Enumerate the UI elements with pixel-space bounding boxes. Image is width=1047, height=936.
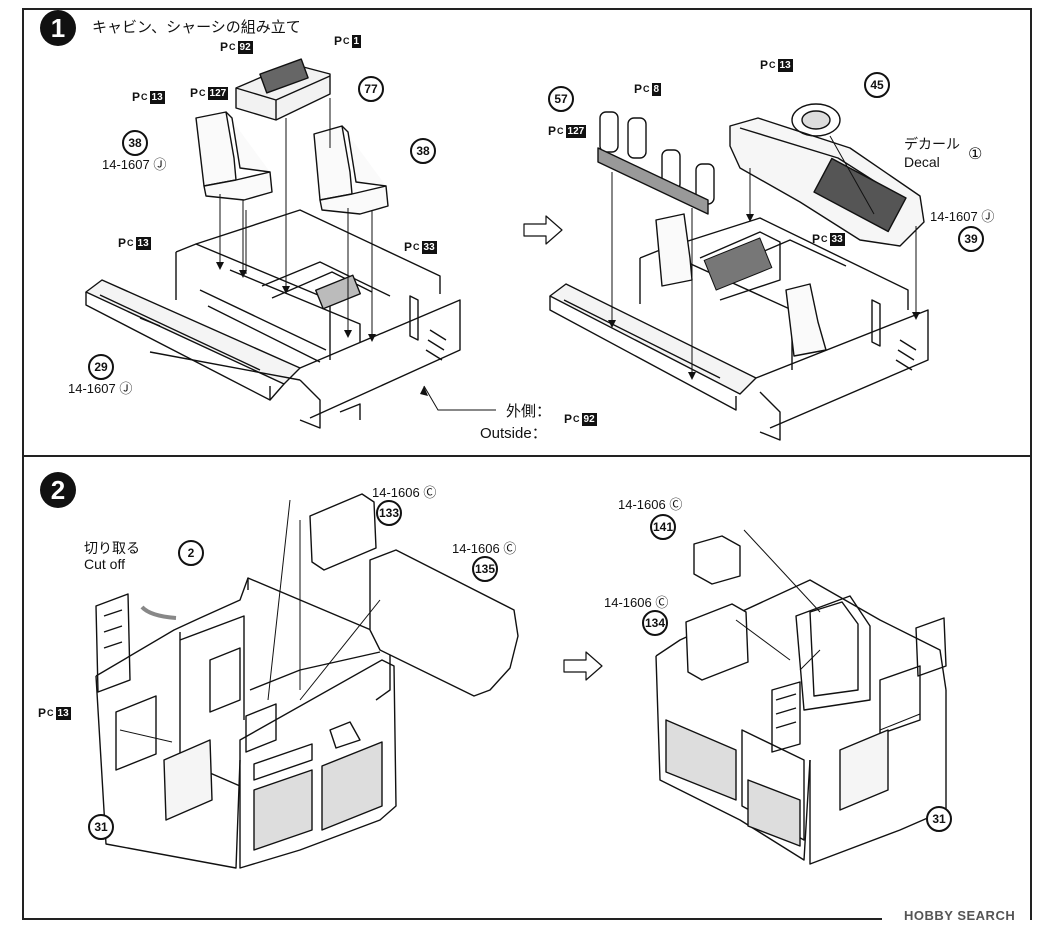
decal-label-en: Decal [904, 154, 940, 170]
part-77: 77 [358, 76, 384, 102]
part-135: 135 [472, 556, 498, 582]
part-38-left: 38 [122, 130, 148, 156]
panel-141 [693, 535, 741, 585]
part-29: 29 [88, 354, 114, 380]
chassis-floor-left [85, 209, 461, 429]
seat-left-38 [195, 111, 273, 201]
code-133: 14-1606 Ⓒ [372, 485, 437, 500]
watermark: HOBBY SEARCH [904, 908, 1016, 923]
code-135: 14-1606 Ⓒ [452, 541, 517, 556]
code-38: 14-1607 Ⓙ [102, 157, 167, 172]
code-29: 14-1607 Ⓙ [68, 381, 133, 396]
cab-body-left [95, 577, 397, 869]
frame-top [22, 8, 1032, 10]
code-134: 14-1606 Ⓒ [604, 595, 669, 610]
cut-off-label-jp: 切り取る [84, 540, 140, 556]
console-part-77 [235, 58, 331, 121]
part-31-left: 31 [88, 814, 114, 840]
seat-right-assembled [655, 213, 827, 357]
part-133: 133 [376, 500, 402, 526]
frame-left [22, 8, 24, 920]
decal-label-jp: デカール [904, 136, 960, 152]
part-31-right: 31 [926, 806, 952, 832]
assembly-arrows-right [611, 135, 917, 372]
assembly-arrows-left [219, 98, 496, 411]
step-divider [22, 455, 1032, 457]
code-141: 14-1606 Ⓒ [618, 497, 683, 512]
panel-133 [309, 493, 377, 571]
part-141: 141 [650, 514, 676, 540]
step1-title: キャビン、シャーシの組み立て [92, 19, 301, 36]
cab-body-right [655, 579, 947, 865]
part-57: 57 [548, 86, 574, 112]
part-45: 45 [864, 72, 890, 98]
step1-badge: 1 [40, 10, 76, 46]
frame-right [1030, 8, 1032, 920]
dashboard-39 [729, 117, 925, 247]
outside-label-en: Outside： [480, 425, 547, 442]
panel-135 [369, 549, 519, 697]
outside-label-jp: 外側： [506, 403, 552, 420]
frame-bottom [22, 918, 882, 920]
part-134: 134 [642, 610, 668, 636]
seat-right-38 [313, 125, 389, 215]
panel-134 [685, 603, 749, 681]
part-39: 39 [958, 226, 984, 252]
bottle-bracket-57 [597, 111, 715, 215]
steering-wheel-45 [791, 103, 841, 137]
step2-badge: 2 [40, 472, 76, 508]
code-39: 14-1607 Ⓙ [930, 209, 995, 224]
part-38-right: 38 [410, 138, 436, 164]
part-2: 2 [178, 540, 204, 566]
decal-number: ① [968, 146, 983, 163]
chassis-floor-right [549, 217, 929, 441]
cut-off-label-en: Cut off [84, 556, 125, 572]
